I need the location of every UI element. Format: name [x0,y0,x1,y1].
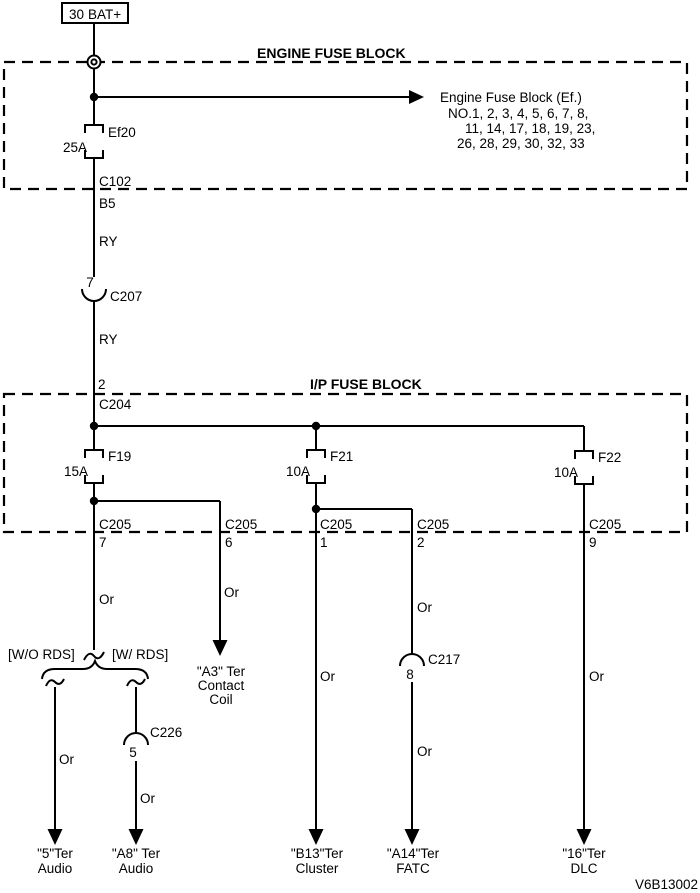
terminal-a14-label: "A14"Ter [387,846,440,861]
pin-7-label: 7 [99,535,107,550]
connector-c226-label: C226 [150,725,182,740]
option-split-brace [41,658,149,680]
fuse-f22-id: F22 [598,450,621,465]
engine-fuse-block-title: ENGINE FUSE BLOCK [257,45,406,61]
connector-symbol-c226 [123,732,149,746]
fuse-f19-id: F19 [108,449,131,464]
junction-dot [89,496,99,506]
engine-note-line3: 11, 14, 17, 18, 19, 23, [465,121,595,136]
fuse-symbol-f19 [84,449,104,484]
wire-color-ry-2: RY [99,332,118,347]
fuse-f21-id: F21 [330,449,353,464]
connector-c205-label-4: C205 [417,517,449,532]
connector-c217-label: C217 [428,652,460,667]
engine-note-line1: Engine Fuse Block (Ef.) [440,90,582,105]
bulkhead-grommet-inner-icon [90,58,98,66]
device-audio-1-label: Audio [38,861,73,876]
arrow-down-icon [308,829,324,845]
arrow-down-icon [47,829,63,845]
junction-dot [311,421,321,431]
connector-c204-label: C204 [99,397,132,412]
option-break-squiggle [126,678,146,687]
arrow-down-icon [576,829,592,845]
connector-symbol-c207 [81,288,107,302]
pin-9-label: 9 [589,535,597,550]
wire-color-or-pin7: Or [99,592,115,607]
device-coil-label: Coil [209,692,232,707]
junction-dot [89,92,99,102]
fuse-ef20-id: Ef20 [108,125,136,140]
wire-color-or-pin2-lower: Or [417,744,433,759]
wire-color-or-pin2-upper: Or [417,600,433,615]
engine-note-line4: 26, 28, 29, 30, 32, 33 [457,136,585,151]
pin-6-label: 6 [225,535,233,550]
wire-color-or-pin1: Or [320,669,336,684]
ip-fuse-block-title: I/P FUSE BLOCK [310,376,422,392]
wires [47,23,592,845]
wire-color-or-w-rds: Or [140,791,156,806]
arrow-right-icon [409,90,424,104]
terminal-16-label: "16"Ter [562,846,606,861]
fuse-f21-rating: 10A [286,464,310,479]
battery-pin-label: 30 [69,7,84,22]
fuse-f19-rating: 15A [64,464,88,479]
option-break-squiggle [45,678,65,687]
device-contact-label: Contact [198,678,245,693]
pin-1-label: 1 [320,535,328,550]
wire-color-ry-1: RY [99,234,118,249]
diagram-code-label: V6B13002 [635,877,698,892]
pin-2b-label: 2 [417,535,425,550]
connector-c207-label: C207 [110,289,142,304]
connector-c205-label-3: C205 [320,517,352,532]
connector-c205-label-5: C205 [589,517,621,532]
fuse-symbol-ef20 [84,124,104,159]
fuse-f22-rating: 10A [554,465,578,480]
arrow-down-icon [404,829,420,845]
fuse-symbol-f21 [306,449,326,484]
option-break-squiggle [83,651,105,661]
junction-dot [311,504,321,514]
arrow-down-icon [128,829,144,845]
pin-b5-label: B5 [99,196,116,211]
terminal-b13-label: "B13"Ter [291,846,344,861]
terminal-a8-label: "A8" Ter [112,846,161,861]
arrow-down-icon [212,640,228,656]
connector-c102-label: C102 [99,174,131,189]
terminal-5-label: "5"Ter [37,846,73,861]
battery-label: BAT+ [88,7,121,22]
connector-symbol-c217 [399,653,425,667]
wire-color-or-wo-rds: Or [59,752,75,767]
connector-c217-pin: 8 [406,667,414,682]
connector-c207-pin: 7 [86,275,94,290]
battery-terminal-box [61,2,129,24]
pin-2-label: 2 [98,377,106,392]
junction-dot [89,421,99,431]
connector-c226-pin: 5 [129,745,137,760]
connector-c205-label-2: C205 [225,517,257,532]
device-fatc-label: FATC [396,861,430,876]
fuse-symbol-f22 [574,450,594,485]
fuse-ef20-rating: 25A [63,140,87,155]
option-tag-wo-rds: [W/O RDS] [8,647,75,662]
device-cluster-label: Cluster [296,861,339,876]
engine-fuse-block-box [2,60,689,191]
wire-color-or-pin6: Or [224,585,240,600]
connector-c205-label-1: C205 [99,517,131,532]
wire-color-or-pin9: Or [589,669,605,684]
engine-note-line2: NO.1, 2, 3, 4, 5, 6, 7, 8, [448,106,588,121]
ip-fuse-block-box [2,392,689,534]
terminal-a3-label: "A3" Ter [197,664,246,679]
device-dlc-label: DLC [570,861,597,876]
option-tag-w-rds: [W/ RDS] [112,647,168,662]
device-audio-2-label: Audio [119,861,154,876]
